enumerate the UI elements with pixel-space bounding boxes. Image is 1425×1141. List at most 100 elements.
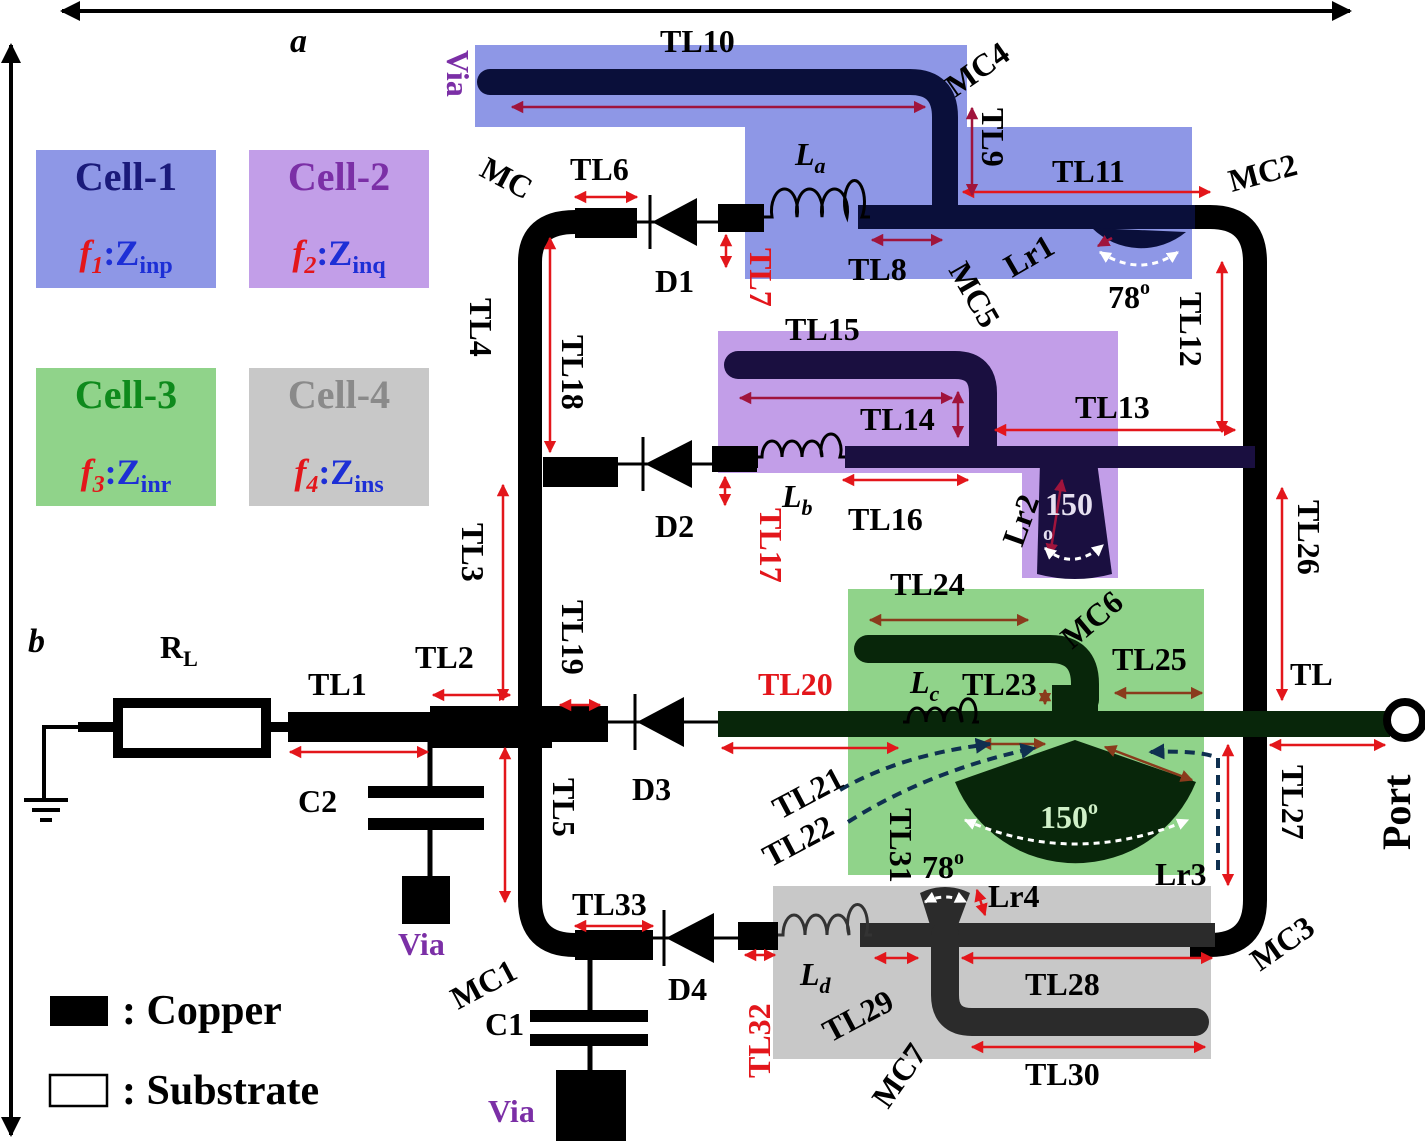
legend-cell2-title: Cell-2 [288,154,390,199]
capacitor-icon[interactable] [368,742,484,878]
tl15-label: TL15 [785,311,860,347]
angle-150-cell2: 150 [1045,486,1093,522]
d3-label: D3 [632,771,671,807]
lr3-label: Lr3 [1155,856,1207,892]
capacitor-icon[interactable] [530,960,648,1070]
tl-label: TL [1290,656,1333,692]
inductor-icon[interactable] [778,903,872,937]
inductor-icon[interactable] [757,432,845,459]
tl6-pad [575,208,637,238]
tl9-label: TL9 [975,108,1011,167]
lr4-label: Lr4 [988,878,1040,914]
tl20-label: TL20 [758,666,833,702]
tl19-label: TL19 [555,600,591,675]
tl32-label: TL32 [741,1003,777,1078]
tl17-label: TL17 [753,508,789,583]
tl24-trace [854,635,1099,714]
tl18-label: TL18 [555,335,591,410]
legend-cell1-box [36,150,216,288]
legend-cell3-box [36,368,216,506]
diode-icon[interactable] [618,437,712,491]
legend-substrate-swatch [48,1073,109,1108]
tl32-pad [738,922,778,950]
diode-icon[interactable] [608,694,718,750]
load-label: RL [160,629,198,671]
d4-label: D4 [668,971,707,1007]
dimension-arrows-dark [510,100,1113,557]
inductor-b-cover [748,446,758,468]
resistor-icon[interactable] [113,698,271,758]
tl8-label: TL8 [848,251,907,287]
via-icon [556,1070,626,1141]
mc-label: MC [475,149,539,206]
c1-label: C1 [485,1006,524,1042]
d2-label: D2 [655,508,694,544]
legend-cell1-formula: f1:Zinp [79,233,172,279]
via-label-tl10: Via [440,50,476,97]
tl33-pad [575,930,653,960]
legend-cell3-formula: f3:Zinr [81,452,172,498]
tl15-trace [724,351,997,462]
tl10-label: TL10 [660,23,735,59]
tl12-label: TL12 [1173,292,1209,367]
tl25-label: TL25 [1112,641,1187,677]
ground-icon [24,725,78,822]
legend-cell2-box [249,150,429,288]
mc2-label: MC2 [1224,146,1300,199]
diode-icon[interactable] [637,195,718,249]
tl31-label: TL31 [883,808,919,883]
legend-cell2-formula: f2:Zinq [292,233,386,279]
tl11-label: TL11 [1052,153,1125,189]
inductor-d-label: Ld [799,956,832,998]
diode-icon[interactable] [653,910,738,966]
copper-traces [518,205,1267,957]
tl2-pad [430,706,552,748]
tl6-label: TL6 [570,151,629,187]
tl1-label: TL1 [308,666,367,702]
legend-cell1: Cell-1 f1:Zinp [75,154,177,279]
tl4-label: TL4 [463,298,499,357]
legend-cell4-box [249,368,429,506]
left-trunk [518,210,587,957]
legend-cell4-title: Cell-4 [288,372,390,417]
c2-label: C2 [298,783,337,819]
via-label-c2: Via [398,926,445,962]
dimension-arrows-red [288,185,1387,1054]
tl30-label: TL30 [1025,1056,1100,1092]
tl7-pad [718,204,764,232]
via-label-c1: Via [488,1093,535,1129]
tl23-junction [1052,685,1098,725]
inductor-icon[interactable] [764,178,870,223]
tl24-label: TL24 [890,566,965,602]
legend-copper-label: : Copper [122,988,282,1034]
legend-cell4-formula: f4:Zins [294,452,383,498]
inductor-icon[interactable] [903,697,979,724]
tl18-pad [543,457,618,487]
legend-cell4: Cell-4 f4:Zins [288,372,390,498]
angle-78-bottom: 78o [922,847,964,885]
stub-angle-arcs [923,250,1190,904]
inductor-c-label: Lc [909,664,940,706]
legend-cell1-title: Cell-1 [75,154,177,199]
legend-copper-swatch [50,996,108,1026]
port-label: Port [1374,774,1419,850]
stub-lr1 [1092,228,1186,249]
tl27-label: TL27 [1275,765,1311,840]
port-icon[interactable] [1383,698,1425,742]
tl5-label: TL5 [546,778,582,837]
right-trunk [1190,205,1267,957]
width-label: a [290,23,307,60]
dashed-pointers [838,737,1220,870]
tl16-label: TL16 [848,501,923,537]
d1-label: D1 [655,263,694,299]
tl3-label: TL3 [455,523,491,582]
labels: RL C2 C1 D1 D2 D3 D4 Via Via Via Port La… [160,23,1419,1129]
port-terminal[interactable] [1383,698,1425,742]
tl26-label: TL26 [1291,500,1327,575]
height-label: b [28,623,45,660]
angle-150-cell3: 150o [1040,797,1098,835]
legend-cell3: Cell-3 f3:Zinr [75,372,177,498]
inductor-b-label: Lb [781,478,813,520]
